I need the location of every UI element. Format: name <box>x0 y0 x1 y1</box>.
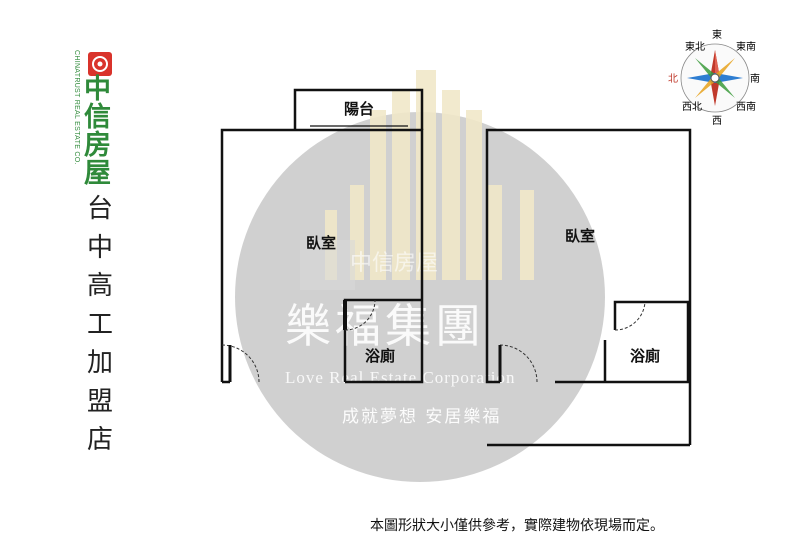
store-name-char: 店 <box>86 425 113 455</box>
left-entrance-door-swing <box>221 344 260 383</box>
watermark-english: Love Real Estate Corporation <box>285 368 516 387</box>
store-name-char: 工 <box>86 309 113 340</box>
logo-chinese-text: 中信房屋 <box>84 74 111 189</box>
left-bathroom-wall <box>343 298 422 382</box>
compass-southwest: 西南 <box>736 100 756 113</box>
right-bathroom-wall <box>613 300 690 384</box>
compass-southeast: 東南 <box>736 40 756 53</box>
balcony-label: 陽台 <box>344 100 375 118</box>
watermark-group-name: 樂福集團 <box>285 299 485 353</box>
compass-west: 西 <box>712 116 722 127</box>
right-unit-wall <box>485 128 692 445</box>
disclaimer-note: 本圖形狀大小僅供參考，實際建物依現場而定。 <box>370 518 664 534</box>
store-name-char: 中 <box>86 232 113 263</box>
store-name: 台 中 高 工 加 盟 店 <box>80 190 120 460</box>
compass-north: 北 <box>668 73 678 85</box>
store-name-char: 加 <box>86 348 113 378</box>
store-name-char: 台 <box>86 194 113 224</box>
left-bathroom-label: 浴廁 <box>365 347 396 365</box>
store-name-char: 高 <box>86 271 113 301</box>
compass-northeast: 東北 <box>685 40 705 53</box>
compass-east: 東 <box>712 28 722 41</box>
compass-south: 南 <box>750 72 760 85</box>
chinatrust-logo: CHINATRUST REAL ESTATE CO. 中信房屋 <box>70 50 150 188</box>
compass-northwest: 西北 <box>682 101 702 113</box>
compass-rose: 東 南 西 北 東北 東南 西北 西南 <box>668 28 760 127</box>
balcony-wall <box>293 88 424 130</box>
left-bedroom-label: 臥室 <box>306 234 337 252</box>
left-unit-wall <box>220 128 424 384</box>
watermark-logo-text: 中信房屋 <box>350 251 439 276</box>
right-bedroom-label: 臥室 <box>565 227 596 245</box>
watermark-slogan: 成就夢想 安居樂福 <box>342 407 502 427</box>
right-bathroom-door-swing <box>614 301 646 331</box>
chinatrust-emblem-icon <box>88 52 112 76</box>
store-name-char: 盟 <box>86 386 113 417</box>
right-entrance-door-swing <box>499 344 538 383</box>
right-bathroom-label: 浴廁 <box>630 347 661 365</box>
left-bathroom-door-swing <box>344 299 376 331</box>
